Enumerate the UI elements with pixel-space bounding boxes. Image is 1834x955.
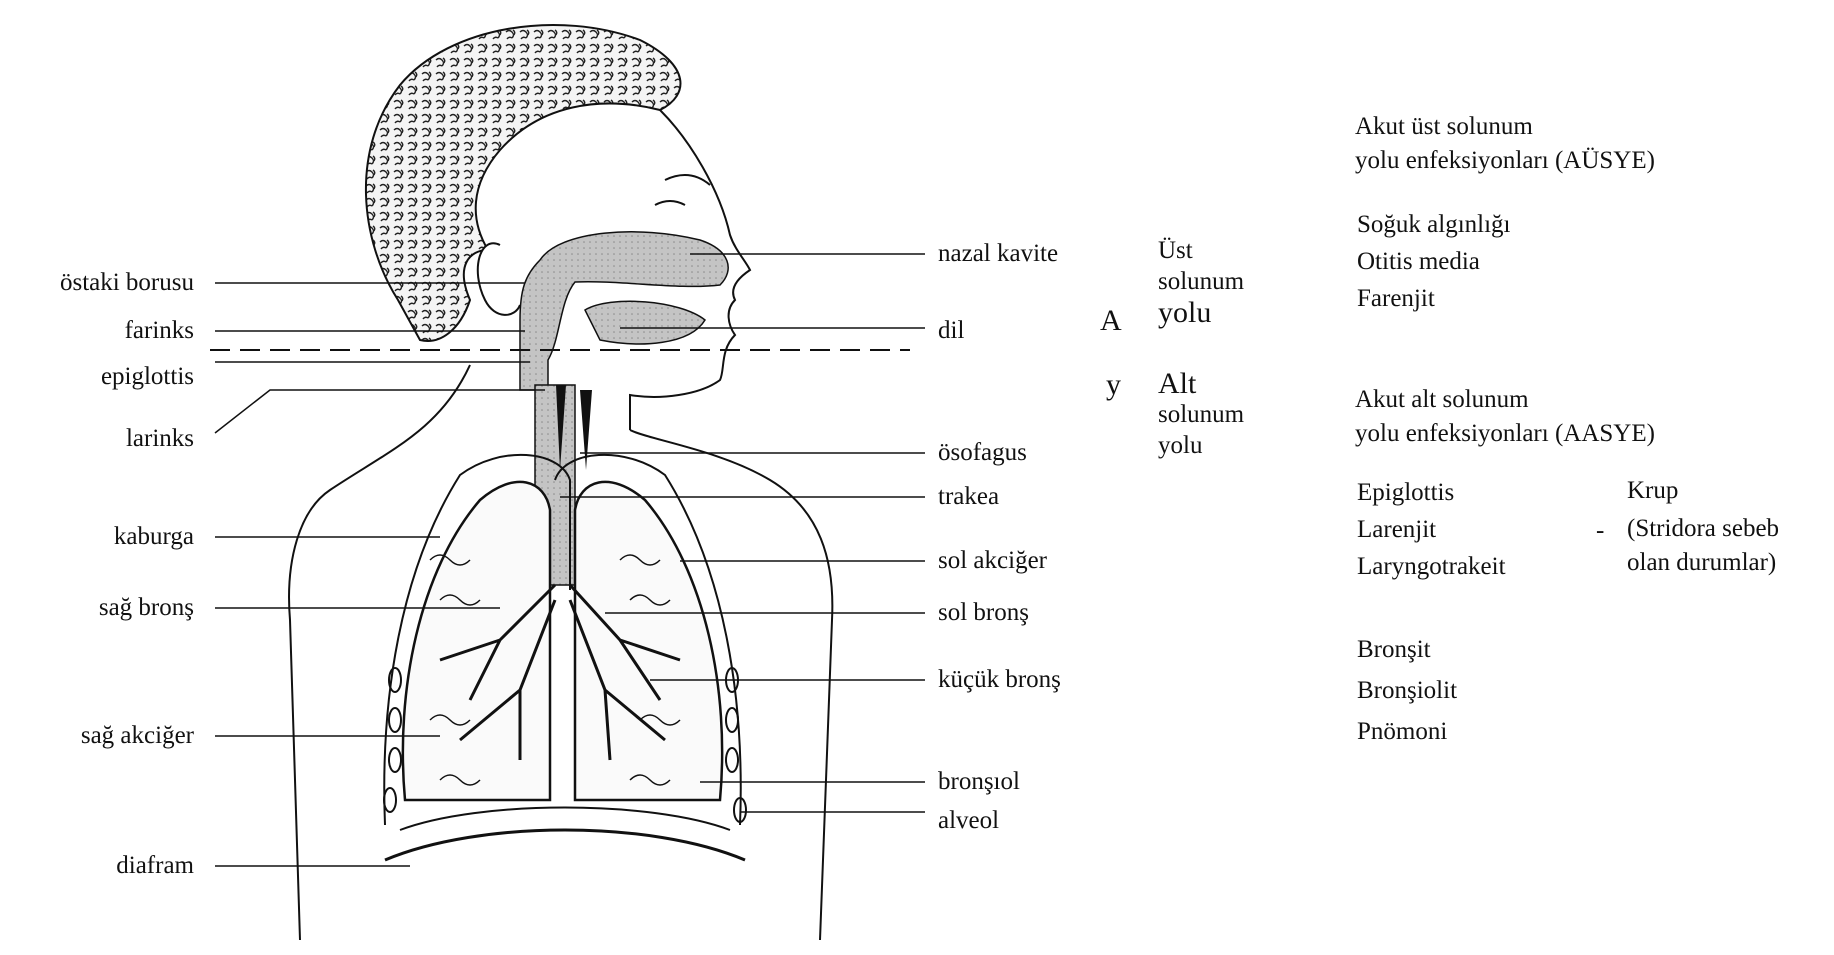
label-kucuk-bronş: küçük bronş — [938, 665, 1061, 695]
nose-line — [665, 175, 710, 185]
label-dil: dil — [938, 316, 964, 346]
label-sag-bronş: sağ bronş — [99, 593, 194, 623]
label-nazal-kavite: nazal kavite — [938, 239, 1058, 269]
ausye-title-line-1: Akut üst solunum — [1355, 110, 1655, 144]
aasye-item: Larenjit — [1357, 511, 1506, 548]
upper-airway-word-3: yolu — [1158, 297, 1244, 328]
label-larinks: larinks — [126, 424, 194, 454]
upper-airway-label: Üst solunum yolu — [1158, 235, 1244, 328]
label-farinks: farinks — [125, 316, 194, 346]
krup-dash: - — [1596, 516, 1604, 546]
lower-airway-word-1: Alt — [1158, 368, 1244, 399]
label-epiglottis: epiglottis — [101, 362, 194, 392]
aasye-stridor-list: Epiglottis Larenjit Laryngotrakeit — [1357, 474, 1506, 585]
label-diafram: diafram — [116, 851, 194, 881]
label-sag-akciger: sağ akciğer — [81, 721, 194, 751]
diaphragm — [385, 830, 745, 860]
right-lung — [403, 482, 550, 800]
label-sol-akciger: sol akciğer — [938, 546, 1047, 576]
label-kaburga: kaburga — [114, 522, 194, 552]
label-trakea: trakea — [938, 482, 999, 512]
aasye-item: Epiglottis — [1357, 474, 1506, 511]
aasye-title-line-2: yolu enfeksiyonları (AASYE) — [1355, 417, 1655, 451]
eye — [655, 201, 685, 205]
ear — [478, 243, 520, 315]
ausye-item: Otitis media — [1357, 243, 1510, 280]
krup-note-line-2: olan durumlar) — [1627, 546, 1779, 580]
tongue — [585, 301, 705, 344]
krup-note-line-1: (Stridora sebeb — [1627, 512, 1779, 546]
ausye-item: Soğuk algınlığı — [1357, 206, 1510, 243]
label-bronşiol: bronşıol — [938, 767, 1020, 797]
upper-airway-word-1: Üst — [1158, 235, 1244, 266]
upper-airway-word-2: solunum — [1158, 266, 1244, 297]
aasye-more-list: Bronşit Bronşiolit Pnömoni — [1357, 629, 1457, 752]
lower-airway-word-3: yolu — [1158, 430, 1244, 461]
aasye-item: Pnömoni — [1357, 711, 1457, 752]
label-ostaki-borusu: östaki borusu — [60, 268, 194, 298]
krup-note: (Stridora sebeb olan durumlar) — [1627, 512, 1779, 580]
ausye-title: Akut üst solunum yolu enfeksiyonları (AÜ… — [1355, 110, 1655, 178]
aasye-item: Bronşiolit — [1357, 670, 1457, 711]
label-sol-bronş: sol bronş — [938, 598, 1029, 628]
aasye-item: Laryngotrakeit — [1357, 548, 1506, 585]
label-osofagus: ösofagus — [938, 438, 1027, 468]
aasye-item: Bronşit — [1357, 629, 1457, 670]
label-alveol: alveol — [938, 806, 999, 836]
aasye-title: Akut alt solunum yolu enfeksiyonları (AA… — [1355, 383, 1655, 451]
ausye-item: Farenjit — [1357, 280, 1510, 317]
lower-airway-word-2: solunum — [1158, 399, 1244, 430]
diaphragm-inner — [400, 808, 730, 831]
aasye-title-line-1: Akut alt solunum — [1355, 383, 1655, 417]
ausye-list: Soğuk algınlığı Otitis media Farenjit — [1357, 206, 1510, 317]
ausye-title-line-2: yolu enfeksiyonları (AÜSYE) — [1355, 144, 1655, 178]
letter-y: y — [1106, 370, 1121, 400]
lower-airway-label: Alt solunum yolu — [1158, 368, 1244, 461]
krup-label: Krup — [1627, 476, 1678, 506]
left-lung — [575, 482, 722, 800]
letter-a: A — [1100, 306, 1122, 336]
